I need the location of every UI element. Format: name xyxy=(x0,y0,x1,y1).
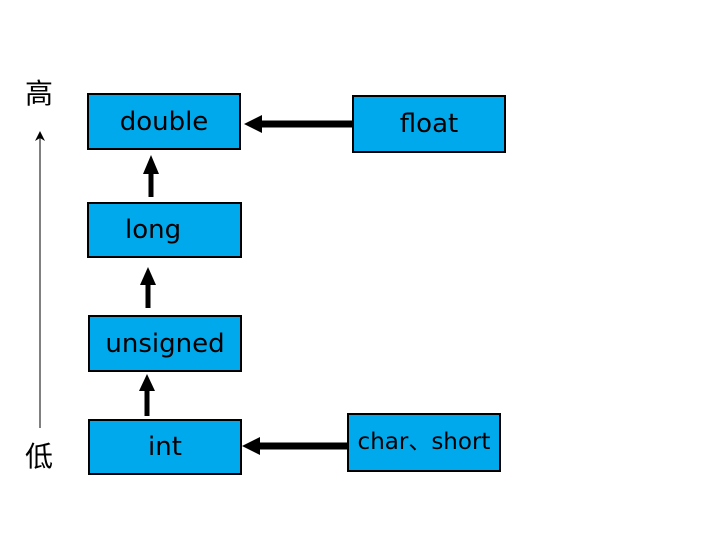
arrow-int-to-unsigned xyxy=(139,374,155,416)
arrow-long-to-double xyxy=(143,155,159,197)
node-char-short: char、short xyxy=(347,413,501,472)
node-long: long xyxy=(87,202,242,258)
arrow-charshort-to-int xyxy=(242,437,348,455)
node-int: int xyxy=(88,419,242,475)
node-float: float xyxy=(352,95,506,153)
arrow-unsigned-to-long xyxy=(140,267,156,308)
arrow-float-to-double xyxy=(244,115,353,133)
axis-low-label: 低 xyxy=(25,440,54,473)
axis-high-label: 高 xyxy=(25,77,54,110)
node-unsigned: unsigned xyxy=(88,315,242,372)
node-double: double xyxy=(87,93,241,150)
